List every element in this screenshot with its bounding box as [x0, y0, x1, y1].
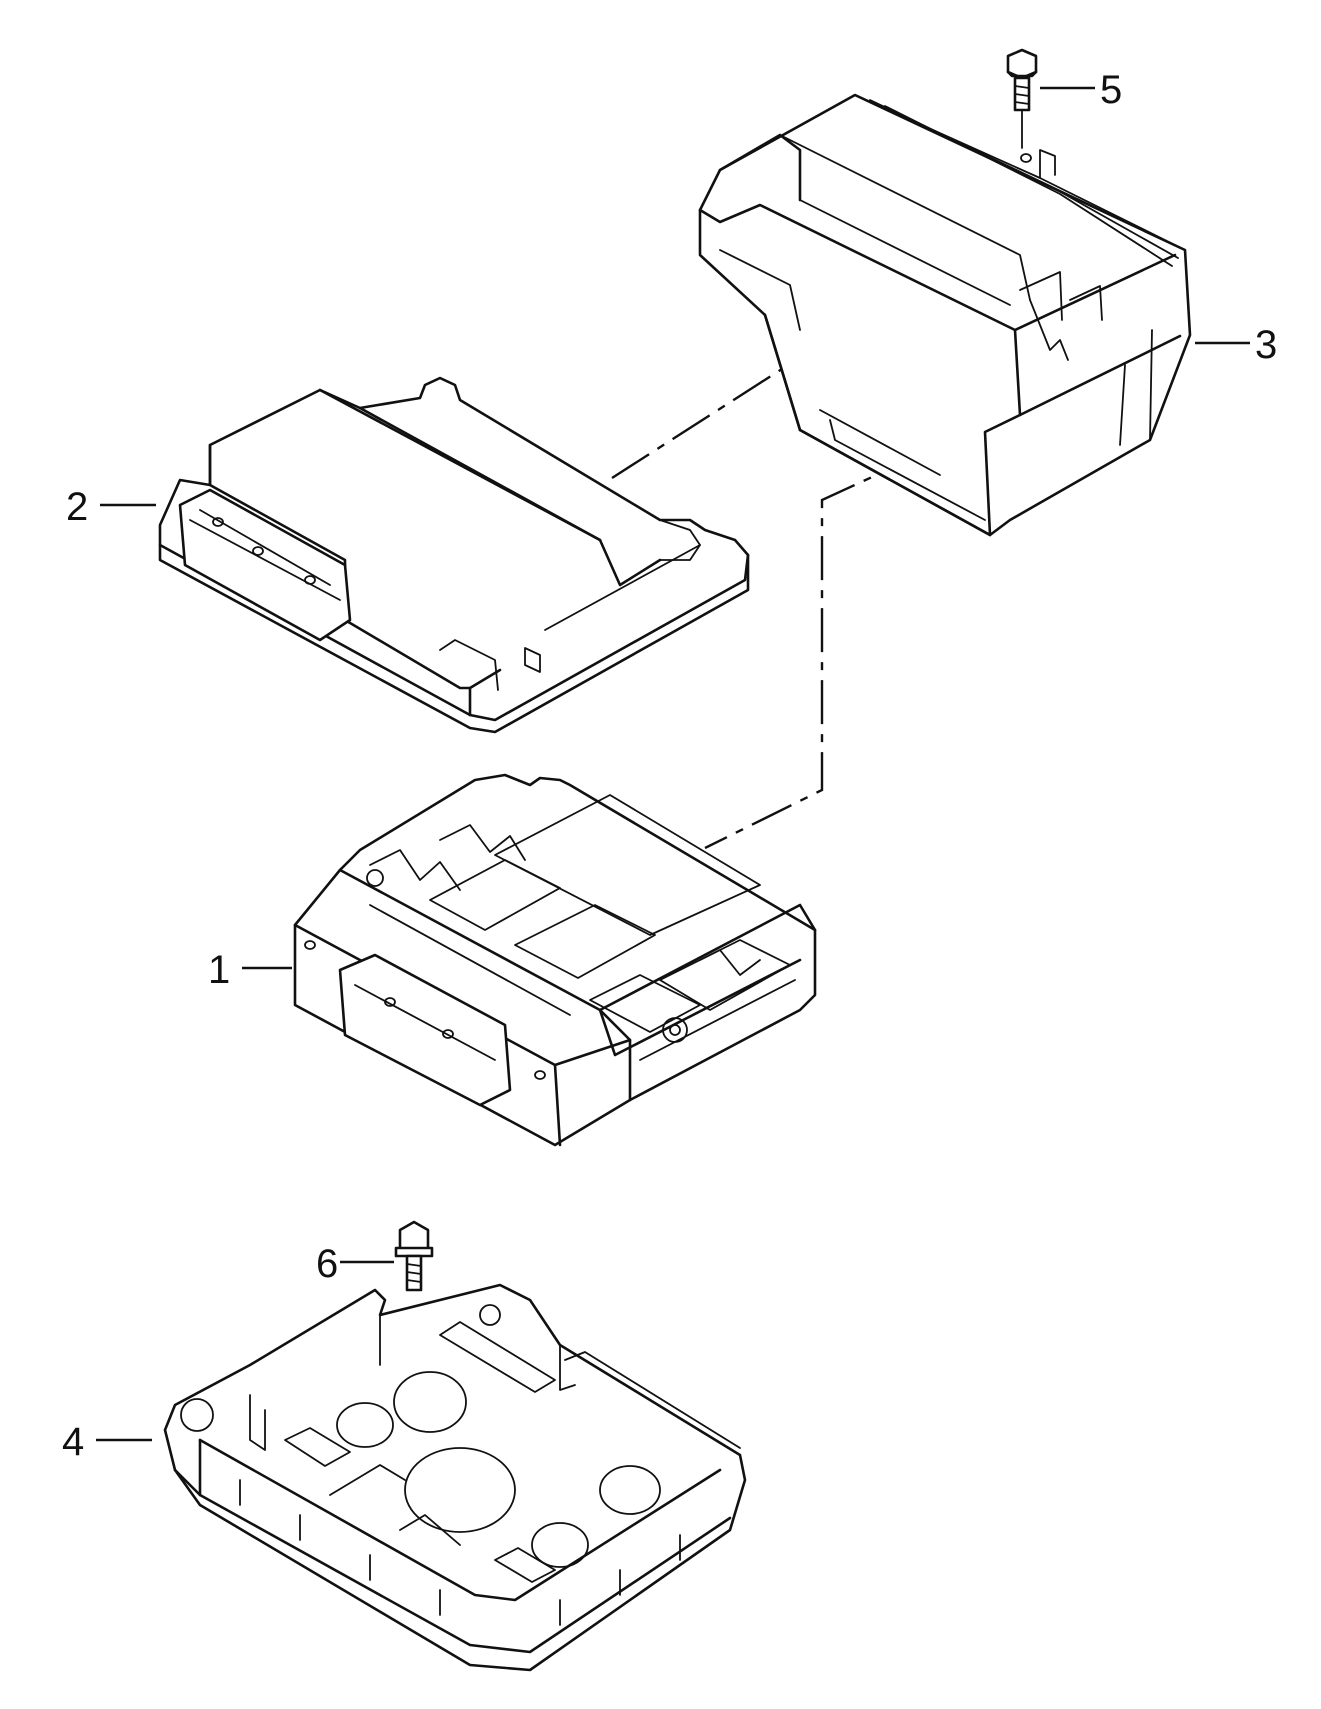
- callout-1: 1: [208, 948, 230, 992]
- part-6-bolt: [394, 1220, 434, 1292]
- callout-5: 5: [1100, 68, 1122, 112]
- callout-4: 4: [62, 1420, 84, 1464]
- callout-2: 2: [66, 485, 88, 529]
- part-5-bolt: [1006, 48, 1038, 149]
- callout-6: 6: [316, 1242, 338, 1286]
- part-2-control-unit: [158, 376, 750, 734]
- callout-3: 3: [1255, 323, 1277, 367]
- part-1-control-unit: [293, 773, 817, 1147]
- callouts: 1 2 3 4 5 6: [62, 68, 1277, 1464]
- part-4-base-plate: [163, 1283, 747, 1672]
- leader-lines: [96, 86, 1250, 1442]
- part-3-housing: [698, 93, 1192, 537]
